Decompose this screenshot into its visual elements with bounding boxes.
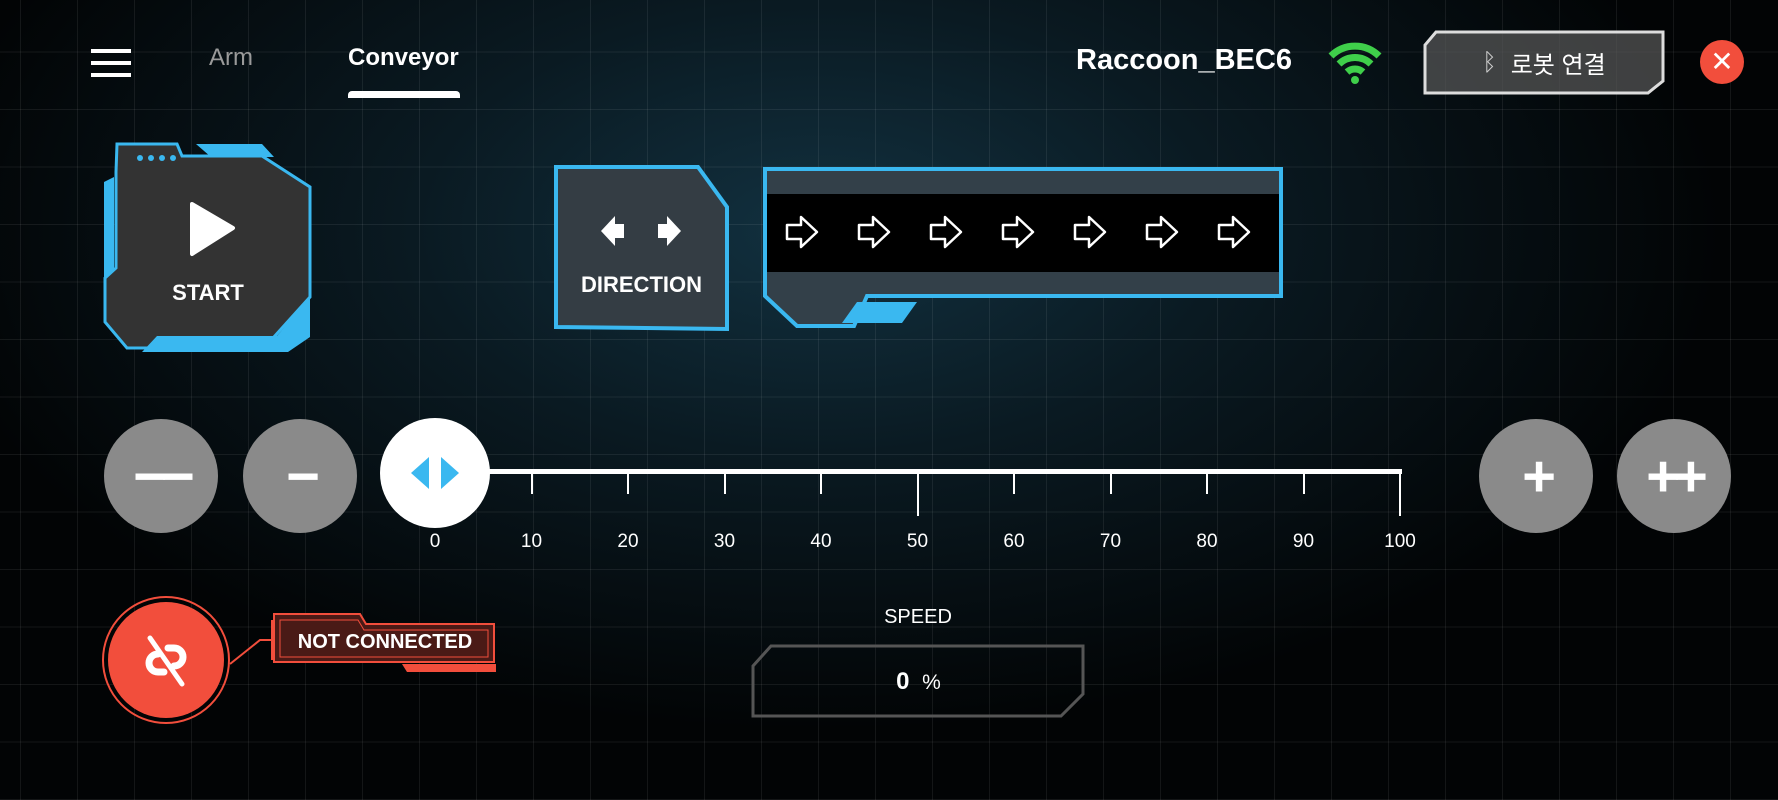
speed-unit: % <box>922 671 941 694</box>
decrease-button[interactable]: − <box>243 419 357 533</box>
direction-button[interactable]: DIRECTION <box>553 164 730 332</box>
fast-decrease-button[interactable]: −− <box>104 419 218 533</box>
slider-tick <box>820 472 822 494</box>
start-label: START <box>172 280 244 305</box>
robot-connect-label: 로봇 연결 <box>1510 52 1606 79</box>
start-button[interactable]: START <box>102 142 314 354</box>
direction-arrows-icon <box>601 216 681 246</box>
conveyor-direction-display <box>762 166 1284 330</box>
slider-tick-label: 50 <box>906 531 929 552</box>
speed-value: 0 <box>896 668 910 695</box>
slider-tick <box>1399 472 1401 516</box>
connection-status-text: NOT CONNECTED <box>297 631 473 653</box>
tab-conveyor[interactable]: Conveyor <box>348 44 459 71</box>
slider-tick <box>723 472 726 494</box>
tab-active-indicator <box>348 91 460 98</box>
right-arrow-icon <box>785 215 819 249</box>
status-connector <box>229 620 273 665</box>
close-button[interactable]: ✕ <box>1700 40 1744 84</box>
right-arrow-icon <box>1145 215 1179 249</box>
slider-tick-label: 0 <box>429 531 441 552</box>
left-right-icon <box>411 457 459 489</box>
slider-tick <box>1206 472 1208 494</box>
slider-tick-label: 10 <box>520 531 543 552</box>
fast-increase-button[interactable]: ++ <box>1617 419 1731 533</box>
slider-tick-label: 40 <box>810 531 832 552</box>
direction-label: DIRECTION <box>581 272 702 297</box>
slider-tick-label: 90 <box>1292 531 1315 552</box>
robot-connect-button[interactable]: ᛒ 로봇 연결 <box>1422 29 1666 96</box>
play-icon <box>190 202 235 256</box>
fast-decrease-label: −− <box>133 443 195 509</box>
fast-increase-label: ++ <box>1646 443 1708 509</box>
right-arrow-icon <box>1001 215 1035 249</box>
slider-tick <box>1013 472 1015 494</box>
speed-readout: 0 % <box>751 644 1086 718</box>
device-name: Raccoon_BEC6 <box>1076 44 1292 76</box>
slider-tick <box>627 472 629 494</box>
menu-button[interactable] <box>91 49 131 77</box>
slider-tick-label: 70 <box>1099 531 1122 552</box>
speed-label: SPEED <box>884 606 952 628</box>
slider-tick-label: 100 <box>1384 531 1416 552</box>
right-arrow-icon <box>857 215 891 249</box>
slider-tick-label: 60 <box>1003 531 1025 552</box>
unlink-icon <box>145 635 187 687</box>
slider-tick <box>1109 472 1112 494</box>
right-arrow-icon <box>929 215 963 249</box>
close-icon: ✕ <box>1710 46 1734 77</box>
right-arrow-icon <box>1073 215 1107 249</box>
bluetooth-icon: ᛒ <box>1482 48 1497 76</box>
slider-knob[interactable] <box>380 418 490 528</box>
slider-tick <box>1302 472 1305 494</box>
tab-arm[interactable]: Arm <box>209 44 253 71</box>
slider-track[interactable] <box>435 469 1402 474</box>
wifi-icon <box>1328 42 1382 84</box>
slider-tick <box>916 472 919 516</box>
decrease-label: − <box>286 443 320 509</box>
slider-tick <box>530 472 533 494</box>
increase-label: + <box>1522 443 1556 509</box>
increase-button[interactable]: + <box>1479 419 1593 533</box>
slider-tick-label: 30 <box>713 531 736 552</box>
connection-status-button[interactable] <box>102 596 230 724</box>
slider-tick-label: 80 <box>1196 531 1218 552</box>
right-arrow-icon <box>1217 215 1251 249</box>
connection-status-badge: NOT CONNECTED <box>272 612 498 674</box>
slider-tick-label: 20 <box>617 531 639 552</box>
